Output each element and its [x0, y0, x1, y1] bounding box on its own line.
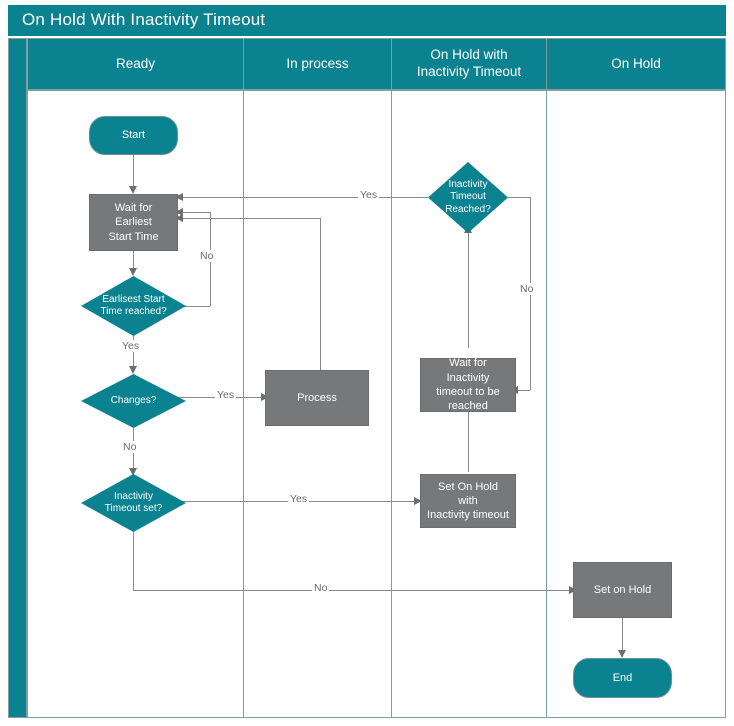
node-timeout-reached-line1: Inactivity	[448, 178, 488, 190]
edge-timeout-no-h1	[508, 197, 530, 198]
node-set-onhold-to-line1: Set On Hold with	[438, 480, 498, 507]
node-set-on-hold-with-inactivity-timeout[interactable]: Set On Hold with Inactivity timeout	[420, 474, 516, 528]
node-earliest-reached-line2: Time reached?	[100, 306, 167, 317]
node-set-onhold-to-line2: Inactivity timeout	[427, 509, 509, 522]
lane-header-in-process: In process	[243, 38, 392, 90]
node-end[interactable]: End	[573, 658, 672, 698]
swimlane-spine	[8, 38, 27, 718]
lane-header-onhold: On Hold	[546, 38, 726, 90]
edge-label-inactivity-no: No	[312, 582, 330, 594]
edge-wait-to-timeout-v	[468, 233, 469, 348]
edge-process-to-wait-v	[320, 218, 321, 370]
lane-label-in-process: In process	[286, 55, 349, 71]
lane-label-line2: Inactivity Timeout	[416, 64, 522, 79]
node-wait-inactivity-line3: reached	[448, 400, 488, 413]
node-inactivity-timeout-set[interactable]: Inactivity Timeout set?	[81, 474, 186, 532]
edge-label-timeout-yes: Yes	[358, 189, 380, 201]
node-process-label: Process	[297, 391, 337, 404]
node-set-on-hold-label: Set on Hold	[593, 583, 652, 596]
edge-setonhold-to-wait-v	[468, 412, 469, 472]
edge-process-to-wait-h	[183, 218, 320, 219]
edge-earliest-no-h1	[178, 306, 210, 307]
edge-inactivity-no-h	[133, 590, 573, 591]
node-start-label: Start	[121, 129, 146, 142]
edge-wait-to-earliest	[133, 238, 134, 268]
node-wait-earliest-line2: Start Time	[108, 230, 159, 243]
edge-label-inactivity-yes: Yes	[288, 493, 310, 505]
edge-inactivity-no-v	[133, 523, 134, 590]
node-wait-inactivity-label: Wait for Inactivity timeout to be reache…	[427, 356, 509, 413]
edge-earliest-no-h2	[183, 212, 210, 213]
lane-header-onhold-timeout: On Hold with Inactivity Timeout	[391, 38, 547, 90]
node-inactivity-set-line1: Inactivity	[114, 490, 153, 502]
node-earliest-reached-label: Earlisest Start Time reached?	[96, 294, 170, 319]
lane-label-onhold-timeout: On Hold with Inactivity Timeout	[417, 47, 521, 81]
node-timeout-reached-label: Inactivity Timeout Reached?	[441, 179, 495, 217]
edge-changes-no-arrow	[128, 468, 137, 476]
node-inactivity-timeout-reached[interactable]: Inactivity Timeout Reached?	[428, 162, 508, 233]
lane-label-line1: On Hold with	[430, 47, 508, 63]
node-wait-inactivity-line2: timeout to be	[436, 386, 500, 398]
node-wait-for-inactivity-timeout[interactable]: Wait for Inactivity timeout to be reache…	[420, 356, 516, 413]
edge-setonhold-to-end-v	[622, 618, 623, 650]
node-earliest-start-time-reached[interactable]: Earlisest Start Time reached?	[81, 276, 186, 336]
edge-start-to-wait	[133, 155, 134, 186]
node-set-onhold-to-label: Set On Hold with Inactivity timeout	[427, 480, 509, 523]
edge-start-to-wait-arrow	[128, 186, 137, 194]
node-changes-label: Changes?	[110, 394, 157, 406]
edge-setonhold-to-end-arrow	[617, 650, 626, 658]
node-inactivity-set-label: Inactivity Timeout set?	[101, 491, 166, 516]
edge-timeout-no-h2	[518, 390, 530, 391]
node-changes[interactable]: Changes?	[81, 374, 186, 428]
edge-label-earliest-no: No	[198, 250, 216, 262]
node-earliest-reached-line1: Earlisest Start	[102, 293, 165, 305]
node-wait-earliest-line1: Wait for Earliest	[114, 202, 153, 229]
node-set-on-hold[interactable]: Set on Hold	[573, 562, 672, 618]
edge-process-to-wait-arrow	[175, 213, 183, 222]
edge-earliest-no-arrow	[175, 207, 183, 216]
page-title: On Hold With Inactivity Timeout	[22, 10, 266, 29]
lane-label-onhold: On Hold	[611, 55, 661, 71]
node-timeout-reached-line3: Reached?	[445, 203, 491, 215]
node-timeout-reached-line2: Timeout	[450, 191, 486, 203]
node-end-label: End	[612, 671, 633, 684]
node-process[interactable]: Process	[265, 370, 369, 426]
node-wait-inactivity-line1: Wait for Inactivity	[446, 357, 490, 384]
lane-label-ready: Ready	[115, 55, 156, 71]
lane-body-onhold	[546, 90, 726, 718]
edge-timeout-yes-arrow	[175, 192, 183, 201]
lane-header-ready: Ready	[27, 38, 244, 90]
edge-timeout-yes-h	[183, 197, 428, 198]
node-start[interactable]: Start	[89, 116, 178, 155]
node-wait-for-earliest-start-time[interactable]: Wait for Earliest Start Time	[89, 194, 178, 251]
diagram-title-bar: On Hold With Inactivity Timeout	[8, 5, 726, 36]
edge-label-timeout-no: No	[518, 283, 536, 295]
edge-label-changes-yes: Yes	[215, 389, 237, 401]
node-inactivity-set-line2: Timeout set?	[104, 503, 163, 514]
edge-wait-to-earliest-arrow	[128, 268, 137, 276]
edge-label-earliest-yes: Yes	[120, 340, 142, 352]
edge-inactivity-yes-arrow	[414, 496, 422, 505]
node-wait-earliest-label: Wait for Earliest Start Time	[96, 201, 171, 244]
edge-label-changes-no: No	[121, 441, 139, 453]
edge-earliest-yes-arrow	[128, 366, 137, 374]
